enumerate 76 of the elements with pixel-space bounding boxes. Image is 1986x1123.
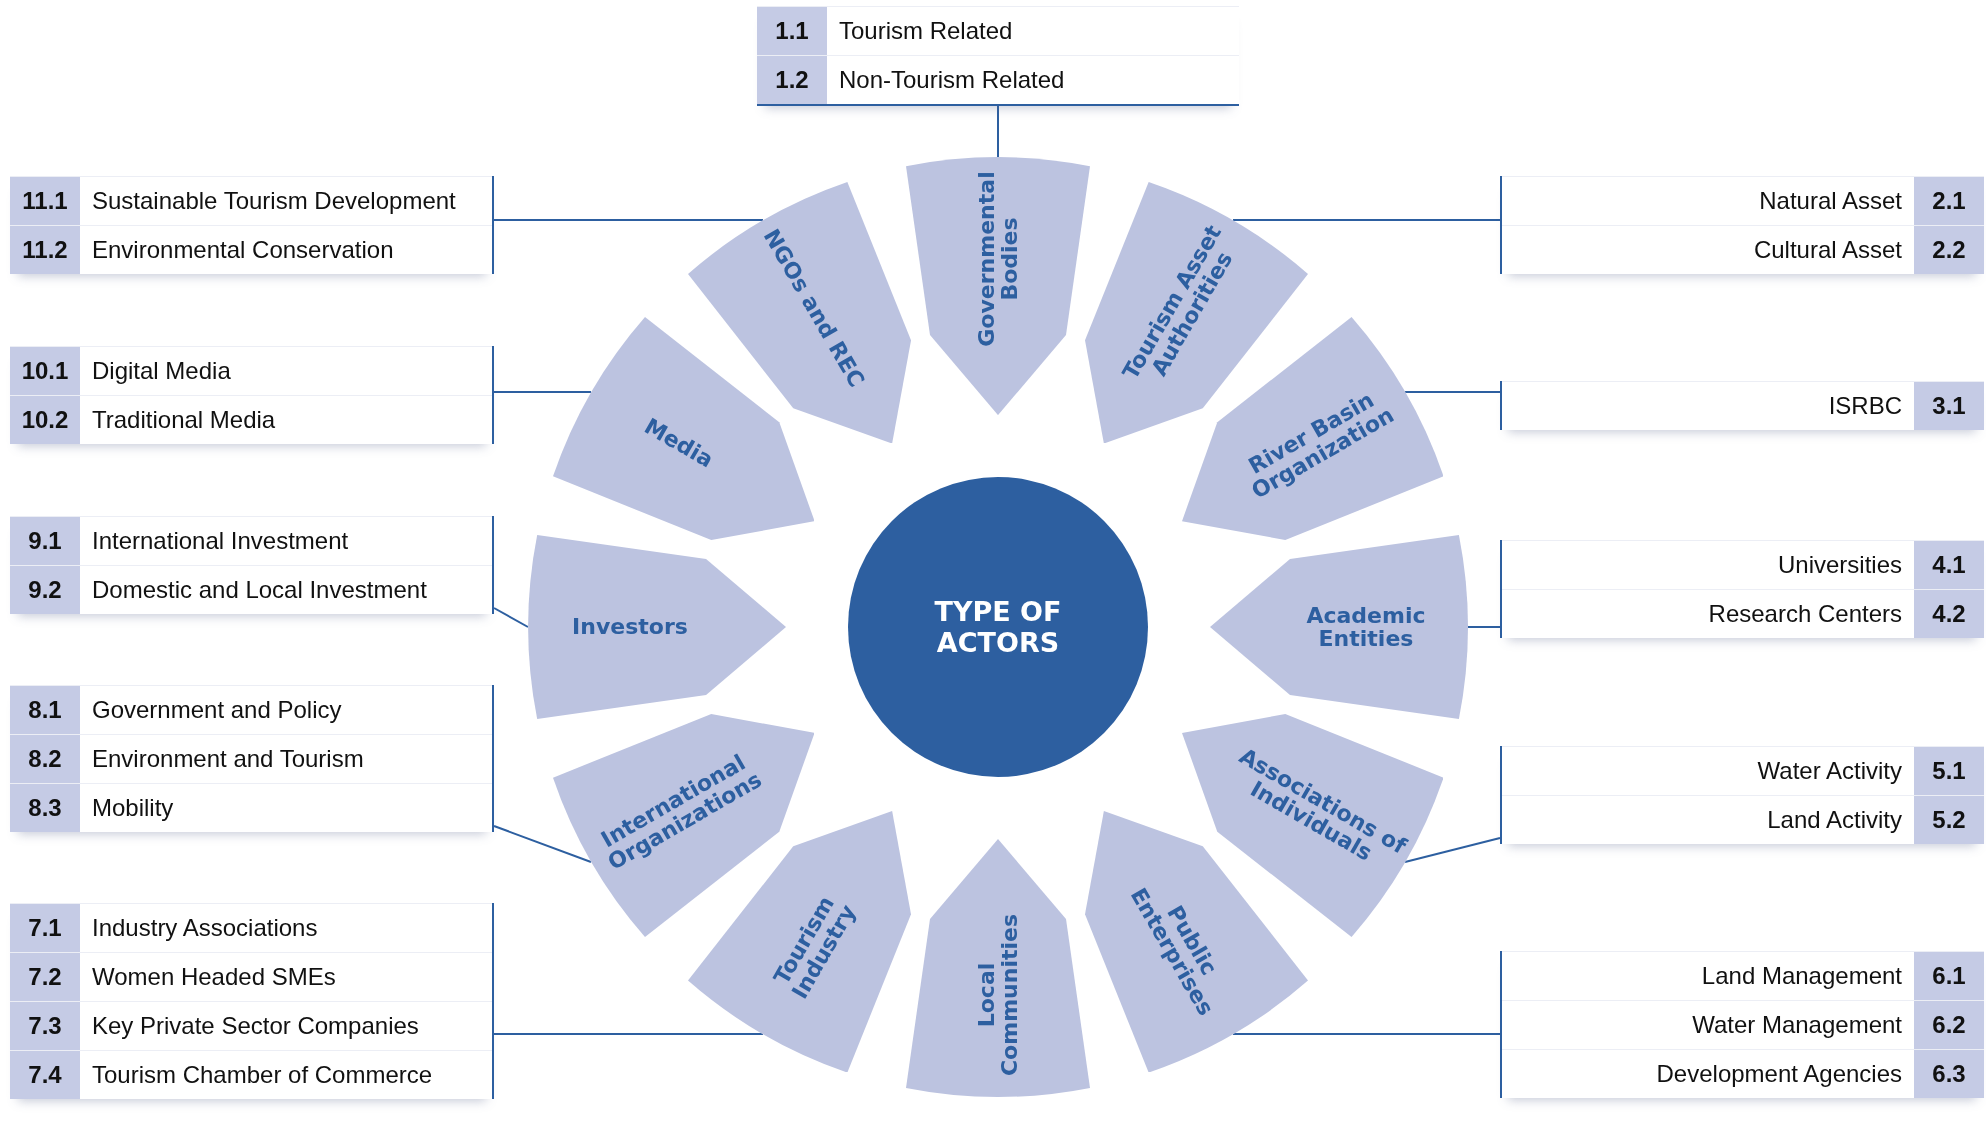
petal-label: Governmental Bodies (974, 170, 1022, 349)
item-text: Research Centers (1707, 599, 1903, 629)
item-number: 4.2 (1914, 590, 1984, 638)
item-number: 2.2 (1914, 226, 1984, 274)
item-text: Universities (1776, 550, 1903, 580)
item-number: 5.2 (1914, 796, 1984, 844)
item-number: 9.2 (10, 566, 80, 614)
connector-line (493, 391, 592, 393)
item-text: Industry Associations (91, 913, 319, 943)
connector-line (493, 1033, 764, 1036)
connector-line (493, 218, 764, 221)
item-number: 1.2 (757, 56, 827, 104)
item-number: 10.2 (10, 396, 80, 444)
connector-line (493, 607, 529, 628)
item-number: 7.4 (10, 1051, 80, 1099)
item-text: Land Management (1700, 961, 1903, 991)
petal-label: Local Communities (974, 913, 1022, 1079)
connector-line (1467, 626, 1501, 628)
item-text: Development Agencies (1655, 1059, 1903, 1089)
info-table (757, 6, 1239, 106)
item-text: Key Private Sector Companies (91, 1011, 420, 1041)
item-number: 6.2 (1914, 1001, 1984, 1049)
connector-line (1404, 837, 1501, 863)
item-number: 11.1 (10, 177, 80, 225)
item-text: Non-Tourism Related (838, 65, 1066, 95)
item-number: 8.3 (10, 784, 80, 832)
item-number: 7.3 (10, 1002, 80, 1050)
item-number: 5.1 (1914, 747, 1984, 795)
item-number: 8.2 (10, 735, 80, 783)
info-table (10, 346, 494, 444)
item-number: 6.3 (1914, 1050, 1984, 1098)
connector-line (1232, 1033, 1501, 1036)
item-text: ISRBC (1827, 391, 1903, 421)
info-table (10, 685, 494, 832)
info-table (1500, 381, 1984, 430)
info-table (10, 903, 494, 1099)
item-number: 8.1 (10, 686, 80, 734)
item-text: Environment and Tourism (91, 744, 365, 774)
center-circle: TYPE OF ACTORS (848, 477, 1148, 777)
item-number: 7.2 (10, 953, 80, 1001)
item-text: Tourism Related (838, 16, 1014, 46)
item-text: Environmental Conservation (91, 235, 395, 265)
info-table (1500, 951, 1984, 1098)
info-table (10, 176, 494, 274)
connector-line (1404, 391, 1501, 393)
item-text: Domestic and Local Investment (91, 575, 428, 605)
item-text: International Investment (91, 526, 350, 556)
item-text: Sustainable Tourism Development (91, 186, 457, 216)
item-text: Traditional Media (91, 405, 277, 435)
item-number: 10.1 (10, 347, 80, 395)
item-number: 11.2 (10, 226, 80, 274)
petal-label: Investors (571, 615, 689, 639)
item-text: Mobility (91, 793, 175, 823)
item-number: 1.1 (757, 7, 827, 55)
item-number: 2.1 (1914, 177, 1984, 225)
info-table (1500, 746, 1984, 844)
info-table (1500, 540, 1984, 638)
info-table (1500, 176, 1984, 274)
item-text: Tourism Chamber of Commerce (91, 1060, 434, 1090)
item-text: Women Headed SMEs (91, 962, 337, 992)
item-text: Natural Asset (1758, 186, 1903, 216)
item-number: 3.1 (1914, 382, 1984, 430)
info-table (10, 516, 494, 614)
petal-label: Academic Entities (1305, 603, 1427, 651)
item-number: 7.1 (10, 904, 80, 952)
item-text: Land Activity (1766, 805, 1903, 835)
item-text: Cultural Asset (1752, 235, 1903, 265)
connector-line (1232, 218, 1501, 221)
item-text: Water Management (1691, 1010, 1903, 1040)
item-text: Government and Policy (91, 695, 343, 725)
item-text: Water Activity (1756, 756, 1903, 786)
item-number: 6.1 (1914, 952, 1984, 1000)
item-text: Digital Media (91, 356, 232, 386)
connector-line (493, 825, 592, 863)
item-number: 9.1 (10, 517, 80, 565)
item-number: 4.1 (1914, 541, 1984, 589)
